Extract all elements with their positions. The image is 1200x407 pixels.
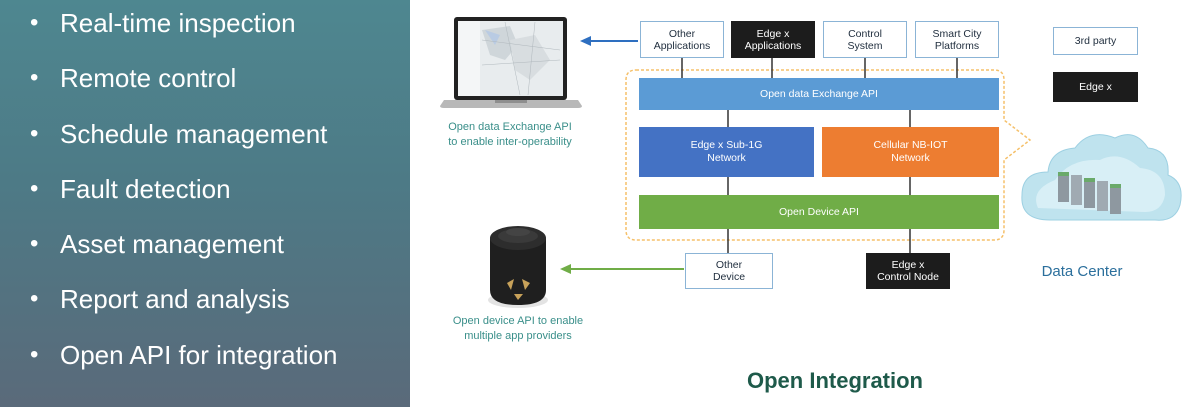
cloud-icon: [1021, 134, 1182, 221]
sub1g-network-box: Edge x Sub-1G Network: [639, 127, 814, 177]
feature-item: Fault detection: [30, 169, 338, 224]
device-arrowhead: [560, 264, 571, 274]
diagram-lines: [440, 17, 1182, 308]
server-icon: [1058, 172, 1121, 214]
smart-city-box: Smart City Platforms: [915, 21, 999, 58]
exchange-api-bar: Open data Exchange API: [639, 78, 999, 110]
device-icon: [488, 226, 548, 308]
features-panel: Real-time inspection Remote control Sche…: [0, 0, 410, 407]
feature-list: Real-time inspection Remote control Sche…: [30, 3, 338, 390]
feature-item: Schedule management: [30, 114, 338, 169]
feature-item: Remote control: [30, 58, 338, 113]
control-node-box: Edge x Control Node: [866, 253, 950, 289]
cellular-network-box: Cellular NB-IOT Network: [822, 127, 999, 177]
data-center-label: Data Center: [1041, 263, 1123, 280]
integration-diagram: Other Applications Edge x Applications C…: [410, 0, 1200, 407]
device-caption: Open device API to enable multiple app p…: [452, 315, 584, 342]
edge-applications-box: Edge x Applications: [731, 21, 815, 58]
control-system-box: Control System: [823, 21, 907, 58]
device-api-bar: Open Device API: [639, 195, 999, 229]
feature-item: Report and analysis: [30, 279, 338, 334]
exchange-arrowhead: [580, 36, 591, 46]
laptop-icon: [440, 17, 582, 108]
other-applications-box: Other Applications: [640, 21, 724, 58]
platform-frame: [625, 69, 1032, 241]
other-device-box: Other Device: [685, 253, 773, 289]
diagram-title: Open Integration: [747, 368, 923, 393]
legend-edge-x: Edge x: [1053, 72, 1138, 102]
feature-item: Open API for integration: [30, 335, 338, 390]
exchange-caption: Open data Exchange API to enable inter-o…: [448, 121, 572, 148]
feature-item: Real-time inspection: [30, 3, 338, 58]
legend-third-party: 3rd party: [1053, 27, 1138, 55]
feature-item: Asset management: [30, 224, 338, 279]
